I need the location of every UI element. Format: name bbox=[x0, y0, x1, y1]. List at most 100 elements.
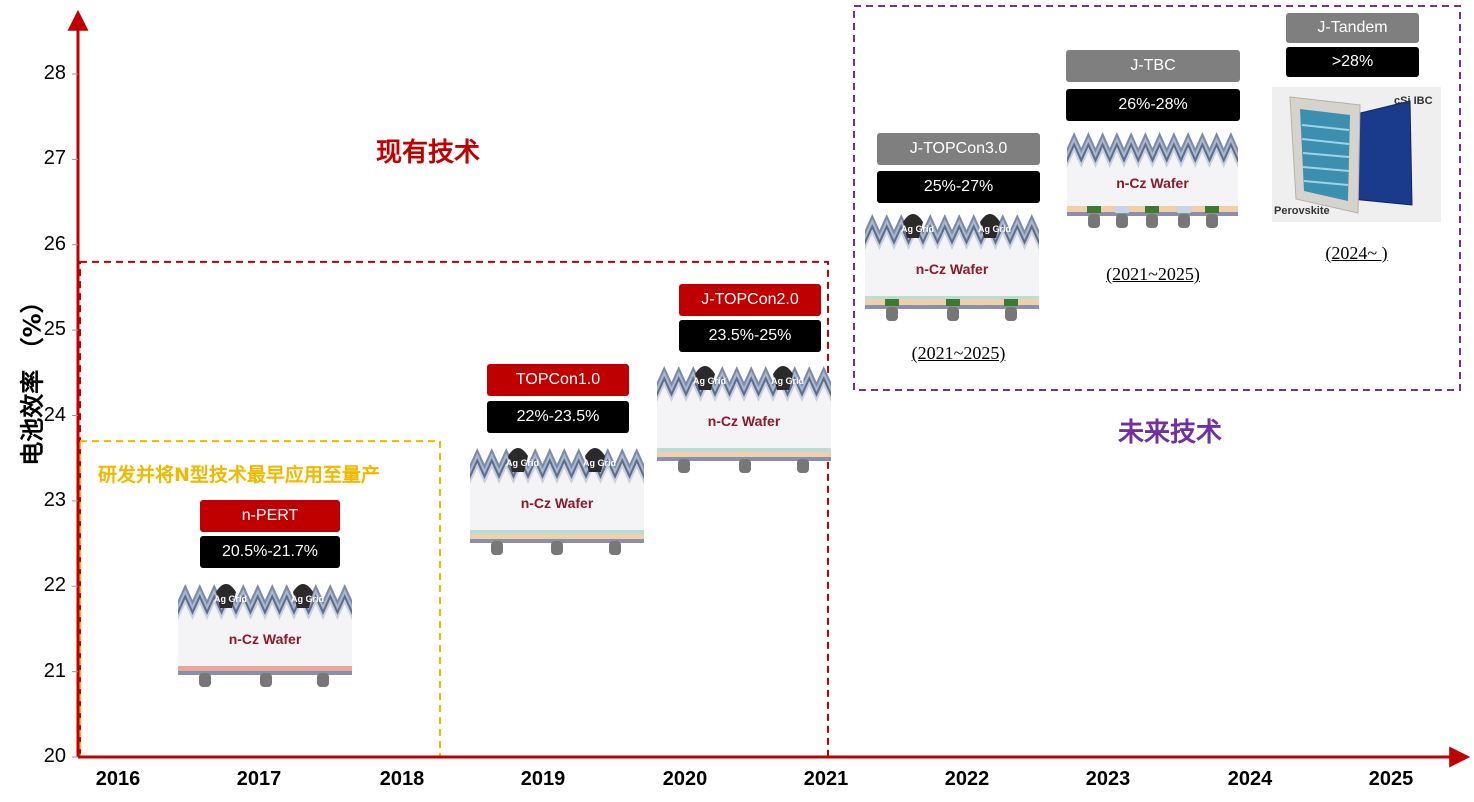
ag-grid-contact bbox=[508, 448, 528, 472]
wafer-body bbox=[470, 468, 644, 530]
ag-grid-label: Ag Grid bbox=[506, 458, 539, 468]
y-tick-label: 20 bbox=[43, 745, 66, 767]
cell-diagram-topcon1-0: Ag Grid Ag Grid n-Cz Wafer bbox=[470, 448, 644, 555]
contact-block bbox=[1115, 206, 1129, 213]
rear-finger bbox=[1178, 214, 1190, 228]
photo-label-perovskite: Perovskite bbox=[1274, 205, 1330, 217]
y-tick-label: 25 bbox=[43, 318, 66, 341]
rear-finger bbox=[947, 307, 959, 321]
tech-name-j-tbc: J-TBC bbox=[1066, 50, 1240, 82]
contact-block bbox=[1205, 206, 1219, 213]
ag-grid-label: Ag Grid bbox=[901, 224, 934, 234]
wafer-label: n-Cz Wafer bbox=[708, 413, 781, 429]
ag-grid-contact bbox=[216, 584, 236, 608]
y-tick-label: 28 bbox=[43, 62, 66, 84]
y-tick-label: 21 bbox=[43, 659, 66, 682]
tech-eff-j-topcon3: 25%-27% bbox=[877, 171, 1040, 203]
period-j-tbc: (2021~2025) bbox=[1106, 264, 1200, 284]
rear-finger bbox=[260, 673, 272, 687]
wafer-label: n-Cz Wafer bbox=[521, 495, 594, 511]
ag-grid-contact bbox=[773, 366, 793, 390]
y-axis-label: 电池效率 （%） bbox=[18, 289, 47, 466]
tech-eff-j-tandem: >28% bbox=[1286, 47, 1419, 77]
ag-grid-contact bbox=[293, 584, 313, 608]
ag-grid-label: Ag Grid bbox=[693, 376, 726, 386]
current-tech-region bbox=[79, 260, 829, 758]
tandem-cell-photo: cSi IBC Perovskite bbox=[1272, 87, 1441, 222]
cell-diagram-j-tbc: n-Cz Wafer bbox=[1067, 132, 1238, 228]
rear-finger bbox=[317, 673, 329, 687]
wafer-body bbox=[865, 234, 1039, 296]
back-layer bbox=[657, 448, 831, 452]
wafer-body bbox=[1067, 152, 1238, 206]
ag-grid-label: Ag Grid bbox=[291, 594, 324, 604]
cisi-ibc-panel bbox=[1344, 101, 1412, 205]
contact-block bbox=[1087, 206, 1101, 213]
rear-finger bbox=[1088, 214, 1100, 228]
contact-block bbox=[885, 299, 899, 306]
ag-grid-label: Ag Grid bbox=[583, 458, 616, 468]
tech-name-n-pert: n-PERT bbox=[200, 500, 340, 532]
x-tick-label: 2016 bbox=[95, 768, 141, 790]
rear-finger bbox=[1146, 214, 1158, 228]
rear-finger bbox=[1005, 307, 1017, 321]
contact-block bbox=[1177, 206, 1191, 213]
current-tech-label: 现有技术 bbox=[376, 138, 481, 168]
ag-grid-contact bbox=[695, 366, 715, 390]
future-tech-label: 未来技术 bbox=[1118, 418, 1223, 448]
contact-block bbox=[946, 299, 960, 306]
rear-finger bbox=[1116, 214, 1128, 228]
rear-finger bbox=[797, 459, 809, 473]
rear-finger bbox=[886, 307, 898, 321]
back-layer bbox=[865, 296, 1039, 299]
y-tick-label: 22 bbox=[43, 574, 66, 597]
y-tick-label: 23 bbox=[43, 488, 66, 511]
cell-diagram-j-topcon3-0: Ag Grid Ag Grid n-Cz Wafer bbox=[865, 214, 1039, 321]
tech-eff-n-pert: 20.5%-21.7% bbox=[200, 536, 340, 568]
x-tick-label: 2024 bbox=[1227, 768, 1273, 790]
y-tick-label: 26 bbox=[43, 232, 66, 255]
back-layer bbox=[178, 666, 352, 671]
rear-finger bbox=[491, 541, 503, 555]
tandem-photo-svg bbox=[1289, 96, 1413, 214]
contact-block bbox=[1145, 206, 1159, 213]
x-tick-label: 2022 bbox=[944, 768, 990, 790]
back-layer bbox=[470, 530, 644, 534]
ag-grid-contact bbox=[980, 214, 1000, 238]
x-tick-label: 2020 bbox=[662, 768, 708, 790]
rear-finger bbox=[199, 673, 211, 687]
wafer-label: n-Cz Wafer bbox=[916, 261, 989, 277]
ag-grid-contact bbox=[585, 448, 605, 472]
x-tick-label: 2021 bbox=[803, 768, 849, 790]
photo-label-csi-ibc: cSi IBC bbox=[1394, 95, 1433, 107]
tech-eff-j-tbc: 26%-28% bbox=[1066, 89, 1240, 121]
x-tick-label: 2025 bbox=[1368, 768, 1414, 790]
n-type-note-label: 研发并将N型技术最早应用至量产 bbox=[98, 464, 380, 486]
back-layer bbox=[470, 534, 644, 539]
future-tech-region bbox=[853, 5, 1461, 391]
wafer-label: n-Cz Wafer bbox=[1116, 175, 1189, 191]
x-tick-label: 2017 bbox=[236, 768, 282, 790]
ag-grid-label: Ag Grid bbox=[978, 224, 1011, 234]
rear-finger bbox=[551, 541, 563, 555]
tech-name-j-topcon2: J-TOPCon2.0 bbox=[679, 284, 821, 316]
contact-block bbox=[1004, 299, 1018, 306]
rear-finger bbox=[1206, 214, 1218, 228]
ag-grid-contact bbox=[903, 214, 923, 238]
rear-finger bbox=[678, 459, 690, 473]
back-layer bbox=[657, 452, 831, 457]
x-tick-label: 2019 bbox=[520, 768, 566, 790]
tech-eff-j-topcon2: 23.5%-25% bbox=[679, 320, 821, 352]
ag-grid-label: Ag Grid bbox=[214, 594, 247, 604]
tech-name-j-topcon3: J-TOPCon3.0 bbox=[877, 133, 1040, 165]
y-tick-label: 27 bbox=[43, 147, 66, 170]
x-tick-label: 2018 bbox=[379, 768, 425, 790]
rear-finger bbox=[609, 541, 621, 555]
period-j-tandem: (2024~ ) bbox=[1325, 243, 1388, 263]
x-tick-label: 2023 bbox=[1085, 768, 1131, 790]
tech-name-j-tandem: J-Tandem bbox=[1286, 13, 1419, 43]
wafer-body bbox=[657, 386, 831, 448]
